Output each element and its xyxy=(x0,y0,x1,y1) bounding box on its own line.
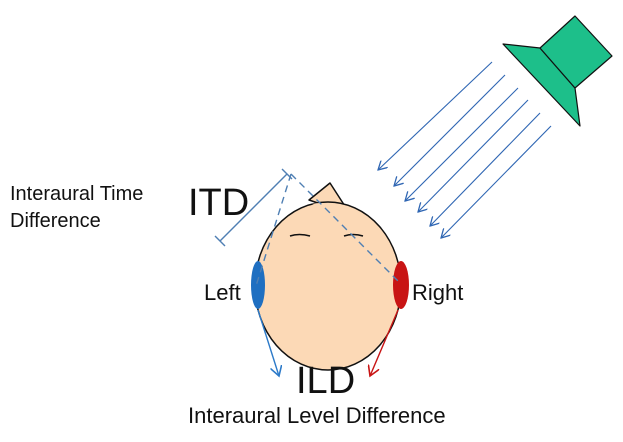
itd-measure-tick xyxy=(214,235,226,247)
right-ear xyxy=(393,261,409,309)
itd-measure-line xyxy=(219,173,288,242)
right-ear-label: Right xyxy=(412,280,464,305)
itd-path-difference xyxy=(214,168,401,287)
itd-measure-tick xyxy=(281,168,293,180)
speaker-body xyxy=(539,15,613,89)
right-eye xyxy=(343,233,364,237)
sound-wave-arrow xyxy=(378,61,493,170)
sound-wave-arrow xyxy=(441,125,552,238)
speaker-icon xyxy=(502,15,613,127)
itd-dashed-line xyxy=(290,173,401,284)
ild-right-arrow xyxy=(370,309,399,376)
ild-description: Interaural Level Difference xyxy=(188,403,446,428)
itd-dashed-line xyxy=(255,173,292,287)
sound-wave-arrow xyxy=(394,74,506,186)
itd-description-line1: Interaural Time xyxy=(10,183,144,205)
itd-label: ITD xyxy=(188,182,250,224)
sound-wave-arrow xyxy=(405,87,519,201)
head-shape xyxy=(254,201,402,371)
left-ear xyxy=(251,261,265,309)
ild-left-arrow xyxy=(257,309,279,376)
sound-wave-arrow xyxy=(418,99,529,212)
left-eye xyxy=(289,233,311,237)
left-ear-label: Left xyxy=(204,280,241,305)
itd-description-line2: Difference xyxy=(10,210,101,232)
sound-wave-arrows xyxy=(378,61,552,238)
sound-wave-arrow xyxy=(430,112,541,226)
ild-label: ILD xyxy=(296,360,356,402)
